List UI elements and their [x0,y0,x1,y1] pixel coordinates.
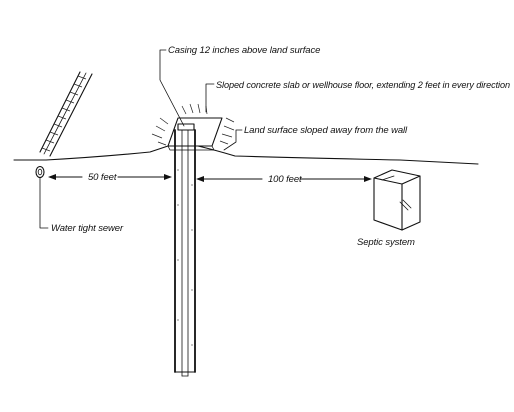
casing-label: Casing 12 inches above land surface [168,45,320,56]
sewer-pipe-end [35,165,45,179]
leader-slab [205,83,215,113]
well-casing [174,123,196,377]
water-tight-sewer-label: Water tight sewer [51,223,124,234]
concrete-slab [151,103,235,151]
ground-surface [13,145,479,165]
septic-tank [373,169,421,231]
leader-casing [159,49,185,127]
dimension-line-100-feet [196,176,372,182]
land-surface-label: Land surface sloped away from the wall [244,125,408,136]
septic-system-label: Septic system [357,237,415,248]
distance-50-feet-label: 50 feet [88,172,117,183]
sewer-pipe-drawing [39,71,93,157]
dimension-line-50-feet [48,174,172,180]
leader-sewer [39,177,49,229]
slab-label: Sloped concrete slab or wellhouse floor,… [216,80,510,91]
leader-land-surface [223,129,243,151]
distance-100-feet-label: 100 feet [268,174,302,185]
